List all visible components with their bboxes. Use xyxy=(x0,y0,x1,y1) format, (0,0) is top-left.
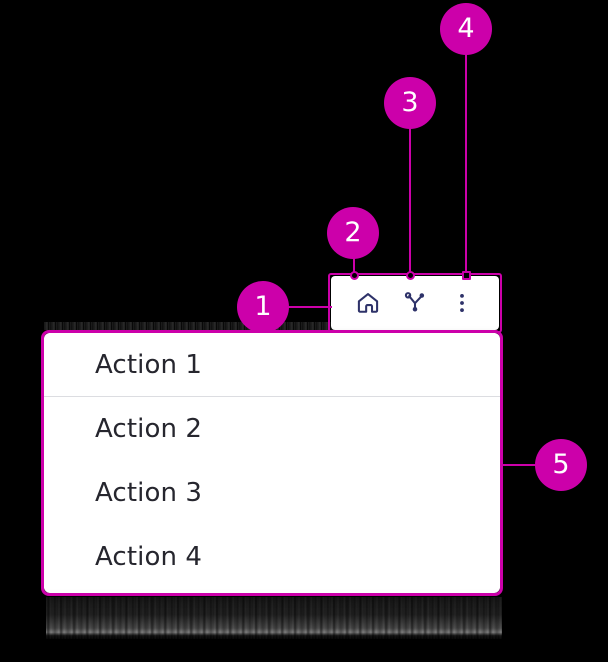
annotation-badge-1: 1 xyxy=(237,281,289,333)
leader-line-5 xyxy=(503,464,536,466)
icon-toolbar xyxy=(331,276,499,330)
annotation-badge-3: 3 xyxy=(384,77,436,129)
menu-item-list: Action 1 Action 2 Action 3 Action 4 xyxy=(44,333,500,589)
menu-item-action-3[interactable]: Action 3 xyxy=(44,461,500,525)
leader-line-1 xyxy=(286,306,332,308)
page-edge-artifact-bottom xyxy=(46,597,502,639)
more-actions-button[interactable] xyxy=(438,283,485,323)
menu-item-action-1[interactable]: Action 1 xyxy=(44,333,500,397)
menu-item-action-2[interactable]: Action 2 xyxy=(44,397,500,461)
home-button[interactable] xyxy=(345,283,392,323)
kebab-menu-icon xyxy=(449,290,475,316)
annotation-badge-2: 2 xyxy=(327,207,379,259)
anchor-point-4 xyxy=(462,271,471,280)
home-icon xyxy=(355,290,381,316)
menu-item-action-4[interactable]: Action 4 xyxy=(44,525,500,589)
page-edge-artifact-top xyxy=(44,322,334,330)
network-share-button[interactable] xyxy=(392,283,439,323)
annotation-badge-5: 5 xyxy=(535,439,587,491)
leader-line-4 xyxy=(465,54,467,276)
dropdown-menu: Action 1 Action 2 Action 3 Action 4 xyxy=(44,333,500,593)
anchor-point-3 xyxy=(406,271,415,280)
network-share-icon xyxy=(402,290,428,316)
annotation-badge-4: 4 xyxy=(440,3,492,55)
anchor-point-2 xyxy=(350,271,359,280)
leader-line-2 xyxy=(353,258,355,276)
leader-line-3 xyxy=(409,128,411,276)
